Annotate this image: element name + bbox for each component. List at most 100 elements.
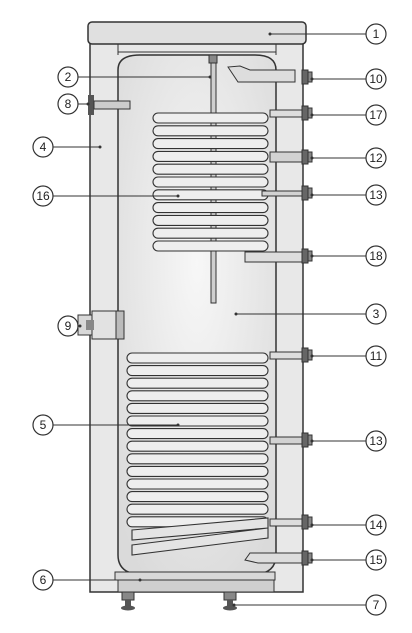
callout-7: 7 [365, 594, 387, 616]
callout-17: 17 [365, 104, 387, 126]
coil-turn [152, 150, 269, 162]
coil-turn [126, 465, 269, 477]
callout-number: 16 [36, 189, 50, 203]
callout-16: 16 [32, 185, 54, 207]
coil-turn [126, 478, 269, 490]
coil-twist [131, 517, 269, 556]
leader-dot [310, 113, 314, 117]
callout-number: 13 [369, 434, 383, 448]
callout-number: 4 [40, 140, 47, 154]
coil-turn [152, 214, 269, 226]
callout-number: 14 [369, 518, 383, 532]
coil-turn [152, 138, 269, 150]
callout-14: 14 [365, 514, 387, 536]
lower-coil [126, 352, 269, 556]
coil-turn [152, 125, 269, 137]
callout-8: 8 [57, 93, 79, 115]
coil-turn [126, 415, 269, 427]
leader-dot [310, 523, 314, 527]
leader-dot [176, 423, 180, 427]
coil-turn [152, 176, 269, 188]
coil-turn [152, 202, 269, 214]
coil-turn [152, 112, 269, 124]
coil-turn [152, 227, 269, 239]
callout-number: 8 [65, 97, 72, 111]
leader-dot [310, 193, 314, 197]
callout-12: 12 [365, 147, 387, 169]
leader-dot [78, 324, 82, 328]
callout-15: 15 [365, 549, 387, 571]
leader-dot [310, 354, 314, 358]
leader-dot [232, 603, 236, 607]
coil-turn [126, 377, 269, 389]
top-lid [87, 21, 307, 45]
callout-number: 18 [369, 249, 383, 263]
leader-dot [86, 102, 90, 106]
callout-4: 4 [32, 136, 54, 158]
pipe-fitting [301, 550, 313, 566]
leader-dot [138, 578, 142, 582]
leader-dot [310, 77, 314, 81]
callout-1: 1 [365, 23, 387, 45]
coil-turn [126, 428, 269, 440]
leader-dot [310, 156, 314, 160]
callout-number: 13 [369, 188, 383, 202]
callout-13b: 13 [365, 430, 387, 452]
coil-turn [126, 453, 269, 465]
callout-number: 9 [65, 319, 72, 333]
leader-lines [53, 32, 366, 607]
callout-11: 11 [365, 345, 387, 367]
leader-dot [310, 439, 314, 443]
coil-turn [126, 503, 269, 515]
leader-dot [268, 32, 272, 36]
callout-number: 7 [373, 598, 380, 612]
coil-turn [126, 440, 269, 452]
callout-18: 18 [365, 245, 387, 267]
callout-2: 2 [57, 66, 79, 88]
callout-number: 12 [369, 151, 383, 165]
pipe-fitting [301, 347, 313, 363]
coil-turn [126, 365, 269, 377]
leader-dot [176, 194, 180, 198]
pipe-fitting [301, 514, 313, 530]
callout-number: 10 [369, 72, 383, 86]
leader-dot [98, 145, 102, 149]
leader-dot [310, 558, 314, 562]
pipe-fitting [301, 69, 313, 85]
callout-number: 2 [65, 70, 72, 84]
callout-number: 1 [373, 27, 380, 41]
leader-dot [310, 254, 314, 258]
legs [121, 591, 237, 611]
thermometer [88, 95, 131, 115]
callout-number: 15 [369, 553, 383, 567]
pipe-fitting [301, 149, 313, 165]
callout-10: 10 [365, 68, 387, 90]
callout-number: 11 [370, 349, 383, 363]
coil-turn [126, 491, 269, 503]
leader-dot [208, 75, 212, 79]
pipe-fitting [301, 432, 313, 448]
callout-number: 5 [40, 418, 47, 432]
bottom-base [114, 571, 276, 593]
callout-3: 3 [365, 303, 387, 325]
fittings [301, 69, 313, 566]
hot-water-outlet-pipe [227, 65, 296, 83]
callout-number: 6 [40, 573, 47, 587]
pipe-fitting [301, 105, 313, 121]
callout-number: 3 [373, 307, 380, 321]
leader-dot [234, 312, 238, 316]
callout-number: 17 [369, 108, 383, 122]
upper-coil [152, 112, 269, 252]
callout-6: 6 [32, 569, 54, 591]
coil-turn [126, 390, 269, 402]
callout-13a: 13 [365, 184, 387, 206]
heater-port [77, 310, 125, 340]
coil-turn [126, 402, 269, 414]
coil-turn [152, 240, 269, 252]
coil-turn [126, 352, 269, 364]
coil-turn [152, 189, 269, 201]
callout-9: 9 [57, 315, 79, 337]
coil-turn [152, 163, 269, 175]
